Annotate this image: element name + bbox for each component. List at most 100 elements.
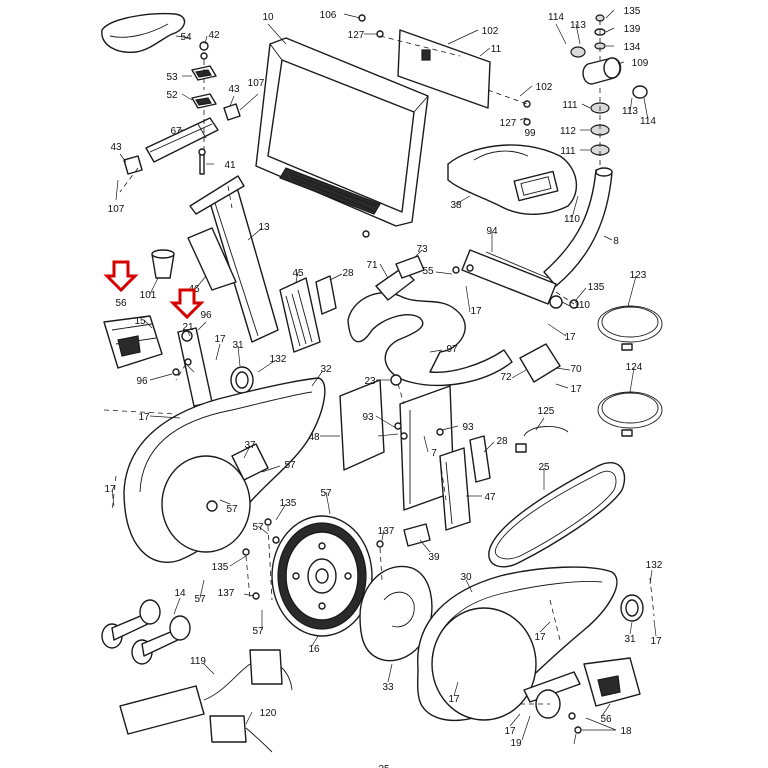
callout-54: 54 bbox=[180, 32, 192, 43]
callout-72: 72 bbox=[500, 372, 512, 383]
left-shroud-part-32 bbox=[123, 377, 326, 564]
clip-part-28 bbox=[315, 275, 491, 483]
callout-18: 18 bbox=[620, 726, 632, 737]
callout-57-bottom: 57 bbox=[252, 626, 264, 637]
callout-7: 7 bbox=[431, 448, 437, 459]
callout-123: 123 bbox=[630, 270, 647, 281]
callout-57-fly: 57 bbox=[252, 522, 264, 533]
callout-101: 101 bbox=[140, 290, 157, 301]
drive-belt-part-25 bbox=[488, 462, 626, 568]
callout-137-left: 137 bbox=[218, 588, 235, 599]
callout-17-cover: 17 bbox=[570, 384, 582, 395]
callout-99: 99 bbox=[524, 128, 536, 139]
callout-139: 139 bbox=[624, 24, 641, 35]
callout-114-top: 114 bbox=[548, 12, 564, 23]
callout-33: 33 bbox=[382, 682, 394, 693]
callout-96-low: 96 bbox=[136, 376, 148, 387]
callout-13: 13 bbox=[258, 222, 270, 233]
foot-part-39 bbox=[403, 523, 431, 547]
callout-32: 32 bbox=[320, 364, 332, 375]
callout-135-low: 135 bbox=[212, 562, 229, 573]
upright-frame-part-13 bbox=[189, 175, 279, 343]
callout-56-left: 56 bbox=[115, 298, 127, 309]
stem-tube-part-8 bbox=[543, 167, 613, 287]
callout-94: 94 bbox=[486, 226, 498, 237]
callout-110-top: 110 bbox=[564, 214, 580, 225]
callout-137-right: 137 bbox=[378, 526, 395, 537]
callout-17-ring: 17 bbox=[650, 636, 662, 647]
callout-17-bottom: 17 bbox=[448, 694, 460, 705]
callout-124: 124 bbox=[626, 362, 643, 373]
callout-48: 48 bbox=[308, 432, 320, 443]
callout-labels: 54 42 53 52 43 107 67 43 107 41 10 106 1… bbox=[104, 6, 662, 749]
console-display-part-10 bbox=[255, 37, 429, 238]
seat-part-54 bbox=[101, 12, 186, 53]
callout-43-cap: 43 bbox=[110, 142, 122, 153]
red-arrow-marker-21 bbox=[169, 288, 205, 320]
console-base-part-38 bbox=[447, 144, 578, 215]
callout-39: 39 bbox=[428, 552, 440, 563]
callout-37: 37 bbox=[244, 440, 256, 451]
callout-106: 106 bbox=[320, 10, 337, 21]
callout-119: 119 bbox=[190, 656, 206, 667]
callout-109: 109 bbox=[632, 58, 649, 69]
dumbbells-part-14 bbox=[101, 599, 191, 665]
callout-17-left: 17 bbox=[104, 484, 116, 495]
page-number: 35 bbox=[378, 764, 390, 768]
handlebar-cover-part-72 bbox=[519, 343, 561, 383]
grip-part-73 bbox=[395, 255, 425, 279]
callout-57-top: 57 bbox=[320, 488, 332, 499]
callout-23: 23 bbox=[364, 376, 376, 387]
callout-16: 16 bbox=[308, 644, 320, 655]
screws-hardware bbox=[172, 14, 582, 734]
callout-11: 11 bbox=[491, 44, 502, 55]
callout-71: 71 bbox=[366, 260, 378, 271]
callout-132-right: 132 bbox=[646, 560, 663, 571]
callout-52: 52 bbox=[166, 90, 178, 101]
cable-part-123 bbox=[597, 305, 663, 351]
cable-part-125 bbox=[515, 426, 569, 453]
power-adapter-part-119 bbox=[119, 649, 293, 735]
callout-132-left: 132 bbox=[270, 354, 287, 365]
seat-knob-part-43 bbox=[223, 103, 241, 121]
callout-73: 73 bbox=[416, 244, 428, 255]
callout-38: 38 bbox=[450, 200, 462, 211]
strip-part-47 bbox=[439, 447, 471, 531]
callout-47: 47 bbox=[484, 492, 496, 503]
callout-10: 10 bbox=[262, 12, 274, 23]
callout-135-bar: 135 bbox=[588, 282, 605, 293]
callout-42: 42 bbox=[208, 30, 220, 41]
stem-part-109 bbox=[582, 57, 622, 85]
end-cap-part-43 bbox=[123, 155, 143, 175]
bracket-part-37 bbox=[231, 443, 269, 481]
callout-93-right: 93 bbox=[462, 422, 474, 433]
leader-lines bbox=[111, 9, 657, 745]
callout-15: 15 bbox=[134, 316, 146, 327]
callout-57-low: 57 bbox=[194, 594, 206, 605]
seat-post-part-67 bbox=[145, 117, 219, 163]
cover-part-48 bbox=[339, 379, 385, 471]
callout-135-fly: 135 bbox=[280, 498, 297, 509]
pedal-part-56-left bbox=[103, 315, 163, 369]
callout-102-mid: 102 bbox=[536, 82, 553, 93]
callout-112: 112 bbox=[560, 126, 576, 137]
seat-clamp-part-52 bbox=[191, 93, 217, 109]
callout-57-center: 57 bbox=[226, 504, 238, 515]
callout-125: 125 bbox=[538, 406, 555, 417]
callout-17-bar: 17 bbox=[470, 306, 482, 317]
callout-17-mount: 17 bbox=[564, 332, 576, 343]
console-bracket-part-11 bbox=[397, 29, 491, 109]
callout-120: 120 bbox=[260, 708, 277, 719]
callout-67: 67 bbox=[170, 126, 182, 137]
ring-part-31-right bbox=[620, 594, 644, 622]
callout-57-shroud: 57 bbox=[284, 460, 296, 471]
right-shroud-part-30 bbox=[416, 566, 618, 722]
screw-part-41 bbox=[198, 148, 206, 175]
grip-pad-part-45 bbox=[279, 277, 321, 353]
callout-14: 14 bbox=[174, 588, 186, 599]
callout-114-right: 114 bbox=[640, 116, 656, 127]
callout-17-shroud-right: 17 bbox=[534, 632, 546, 643]
callout-17-crank: 17 bbox=[214, 334, 226, 345]
